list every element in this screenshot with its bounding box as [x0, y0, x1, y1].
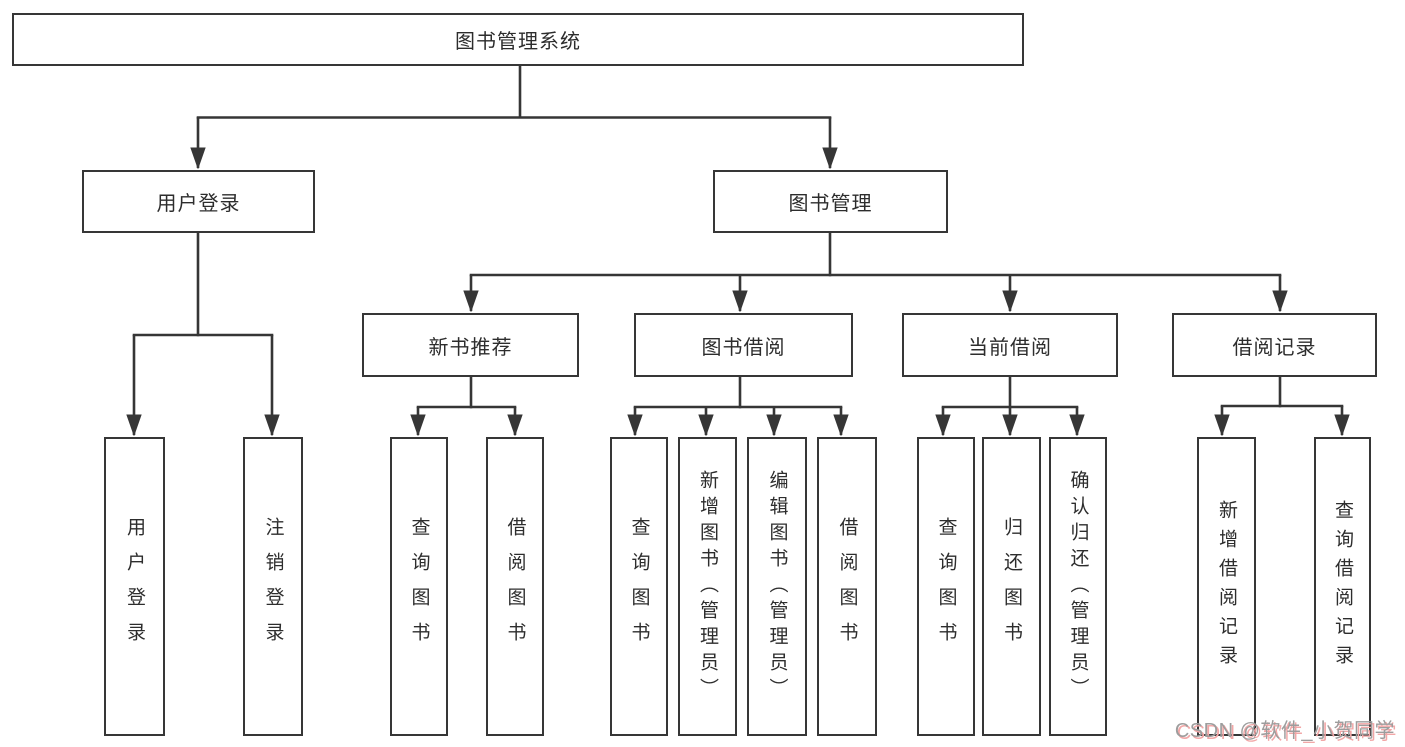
- node-book-borrow-label: 图书借阅: [701, 336, 786, 359]
- node-borrow-records-label: 借阅记录: [1232, 336, 1317, 359]
- leaf-records-add-record: 新增借阅记录: [1197, 437, 1256, 736]
- leaf-newbooks-borrow-books-label: 借阅图书: [504, 516, 526, 657]
- leaf-records-add-record-label: 新增借阅记录: [1216, 499, 1237, 674]
- node-current-borrow-label: 当前借阅: [968, 336, 1052, 359]
- leaf-newbooks-borrow-books: 借阅图书: [486, 437, 544, 736]
- leaf-newbooks-query-books: 查询图书: [390, 437, 448, 736]
- node-borrow-records: 借阅记录: [1172, 313, 1377, 377]
- node-user-login-label: 用户登录: [156, 193, 241, 215]
- leaf-current-return-books-label: 归还图书: [1001, 516, 1022, 657]
- leaf-logout-label: 注销登录: [262, 516, 284, 657]
- leaf-current-return-books: 归还图书: [982, 437, 1041, 736]
- connector-root-to-level2: [197, 66, 832, 168]
- connector-new-books-to-leaves: [417, 377, 517, 435]
- node-book-management-label: 图书管理: [788, 193, 873, 215]
- leaf-user-login: 用户登录: [104, 437, 165, 736]
- connector-records-to-leaves: [1221, 377, 1344, 435]
- node-new-book-recommend-label: 新书推荐: [428, 336, 513, 359]
- node-book-borrow: 图书借阅: [634, 313, 853, 377]
- leaf-user-login-label: 用户登录: [124, 516, 145, 657]
- leaf-borrow-add-books-admin-label: 新增图书（管理员）: [697, 469, 718, 704]
- leaf-newbooks-query-books-label: 查询图书: [408, 516, 430, 657]
- leaf-current-query-books-label: 查询图书: [935, 516, 957, 657]
- leaf-current-query-books: 查询图书: [917, 437, 975, 736]
- leaf-borrow-edit-books-admin-label: 编辑图书（管理员）: [766, 469, 788, 704]
- connector-current-to-leaves: [942, 377, 1079, 435]
- connector-book-mgmt-to-level3: [470, 233, 1282, 311]
- leaf-records-query-record: 查询借阅记录: [1314, 437, 1371, 736]
- leaf-borrow-query-books-label: 查询图书: [628, 516, 650, 657]
- leaf-borrow-borrow-books: 借阅图书: [817, 437, 877, 736]
- leaf-borrow-query-books: 查询图书: [610, 437, 668, 736]
- leaf-current-confirm-return-admin: 确认归还（管理员）: [1049, 437, 1107, 736]
- leaf-records-query-record-label: 查询借阅记录: [1332, 499, 1353, 674]
- connector-borrow-to-leaves: [634, 377, 843, 435]
- node-current-borrow: 当前借阅: [902, 313, 1118, 377]
- leaf-borrow-add-books-admin: 新增图书（管理员）: [678, 437, 737, 736]
- node-user-login: 用户登录: [82, 170, 315, 233]
- leaf-borrow-borrow-books-label: 借阅图书: [836, 516, 858, 657]
- leaf-current-confirm-return-admin-label: 确认归还（管理员）: [1067, 469, 1089, 704]
- node-new-book-recommend: 新书推荐: [362, 313, 579, 377]
- node-book-management: 图书管理: [713, 170, 948, 233]
- node-root-system: 图书管理系统: [12, 13, 1024, 66]
- csdn-watermark: CSDN @软件_小贺同学: [1174, 720, 1395, 742]
- leaf-logout: 注销登录: [243, 437, 303, 736]
- connector-user-login-to-leaves: [133, 233, 274, 435]
- node-root-label: 图书管理系统: [455, 31, 581, 53]
- leaf-borrow-edit-books-admin: 编辑图书（管理员）: [747, 437, 807, 736]
